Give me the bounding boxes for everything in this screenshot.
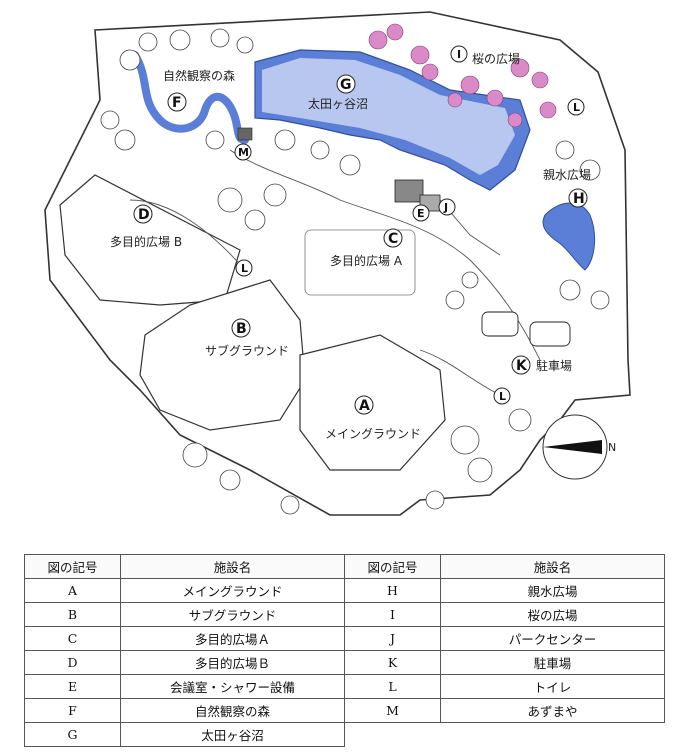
svg-text:多目的広場 A: 多目的広場 A — [330, 253, 403, 268]
legend-symbol: B — [24, 602, 121, 627]
legend-facility: 太田ヶ谷沼 — [120, 722, 345, 747]
legend-symbol: F — [24, 698, 121, 723]
header-facility: 施設名 — [120, 554, 345, 579]
legend-symbol: G — [24, 722, 121, 747]
legend-facility: サブグラウンド — [120, 602, 345, 627]
svg-text:多目的広場 B: 多目的広場 B — [110, 234, 182, 249]
legend-symbol: L — [344, 674, 441, 699]
svg-text:G: G — [340, 77, 352, 93]
legend-facility: 会議室・シャワー設備 — [120, 674, 345, 699]
area-marks: A メイングラウンド B サブグラウンド C 多目的広場 A D 多目的広場 B… — [110, 45, 591, 441]
header-symbol: 図の記号 — [24, 554, 121, 579]
legend-row: B サブグラウンド I 桜の広場 — [24, 602, 665, 627]
svg-text:I: I — [457, 48, 461, 61]
legend-facility: 自然観察の森 — [120, 698, 345, 723]
legend-row: A メイングラウンド H 親水広場 — [24, 578, 665, 603]
svg-text:H: H — [573, 191, 585, 207]
svg-text:メイングラウンド: メイングラウンド — [325, 427, 421, 441]
svg-text:L: L — [499, 390, 506, 403]
legend-facility: 多目的広場Ｂ — [120, 650, 345, 675]
legend-row: F 自然観察の森 M あずまや — [24, 698, 665, 723]
header-facility: 施設名 — [440, 554, 665, 579]
legend-facility: あずまや — [440, 698, 665, 723]
svg-text:L: L — [241, 262, 248, 275]
legend-symbol: C — [24, 626, 121, 651]
legend-empty-cell — [345, 723, 441, 747]
legend-facility: 桜の広場 — [440, 602, 665, 627]
legend-symbol: J — [344, 626, 441, 651]
legend-symbol: A — [24, 578, 121, 603]
svg-text:J: J — [443, 201, 448, 214]
svg-text:N: N — [608, 441, 616, 454]
legend-symbol: E — [24, 674, 121, 699]
legend-facility: メイングラウンド — [120, 578, 345, 603]
svg-text:サブグラウンド: サブグラウンド — [205, 343, 289, 358]
legend-row: C 多目的広場Ａ J パークセンター — [24, 626, 665, 651]
legend-symbol: K — [344, 650, 441, 675]
svg-text:C: C — [388, 231, 398, 247]
building-e — [394, 179, 424, 203]
legend-symbol: M — [344, 698, 441, 723]
svg-text:太田ヶ谷沼: 太田ヶ谷沼 — [308, 96, 368, 111]
legend-facility: パークセンター — [440, 626, 665, 651]
tree-clusters — [100, 28, 610, 515]
legend-facility: トイレ — [440, 674, 665, 699]
legend-symbol: H — [344, 578, 441, 603]
stream-forest — [131, 51, 249, 144]
svg-text:自然観察の森: 自然観察の森 — [163, 68, 235, 83]
svg-text:D: D — [138, 207, 150, 223]
legend-symbol: D — [24, 650, 121, 675]
svg-text:駐車場: 駐車場 — [536, 358, 572, 373]
svg-text:B: B — [236, 321, 247, 337]
svg-text:K: K — [516, 358, 528, 374]
field-b — [139, 279, 306, 431]
header-symbol: 図の記号 — [344, 554, 441, 579]
svg-text:桜の広場: 桜の広場 — [472, 52, 520, 66]
legend-symbol: I — [344, 602, 441, 627]
legend-facility: 親水広場 — [440, 578, 665, 603]
svg-text:E: E — [417, 207, 425, 220]
field-d — [59, 174, 241, 306]
park-map: N A メイングラウンド B サブグラウンド C 多目的広場 A D 多目的広場… — [44, 11, 631, 516]
legend-header-row: 図の記号 施設名 図の記号 施設名 — [24, 554, 665, 579]
legend-facility: 多目的広場Ａ — [120, 626, 345, 651]
pavilion-m — [237, 127, 253, 141]
paths — [129, 149, 541, 396]
parked-cars — [481, 311, 571, 347]
legend-row: G 太田ヶ谷沼 — [24, 722, 665, 747]
legend-facility: 駐車場 — [440, 650, 665, 675]
field-c — [304, 229, 416, 296]
svg-text:F: F — [172, 95, 182, 111]
legend-row: D 多目的広場Ｂ K 駐車場 — [24, 650, 665, 675]
cherry-trees — [368, 23, 557, 128]
north-compass: N — [542, 414, 616, 480]
pond-inner-light — [262, 58, 515, 175]
svg-text:L: L — [573, 101, 580, 114]
svg-text:親水広場: 親水広場 — [543, 168, 591, 182]
svg-text:A: A — [359, 398, 370, 414]
legend-empty-cell — [441, 723, 665, 747]
legend-row: E 会議室・シャワー設備 L トイレ — [24, 674, 665, 699]
svg-text:M: M — [238, 146, 249, 159]
facility-legend-table: 図の記号 施設名 図の記号 施設名 A メイングラウンド H 親水広場 B サブ… — [24, 554, 665, 747]
